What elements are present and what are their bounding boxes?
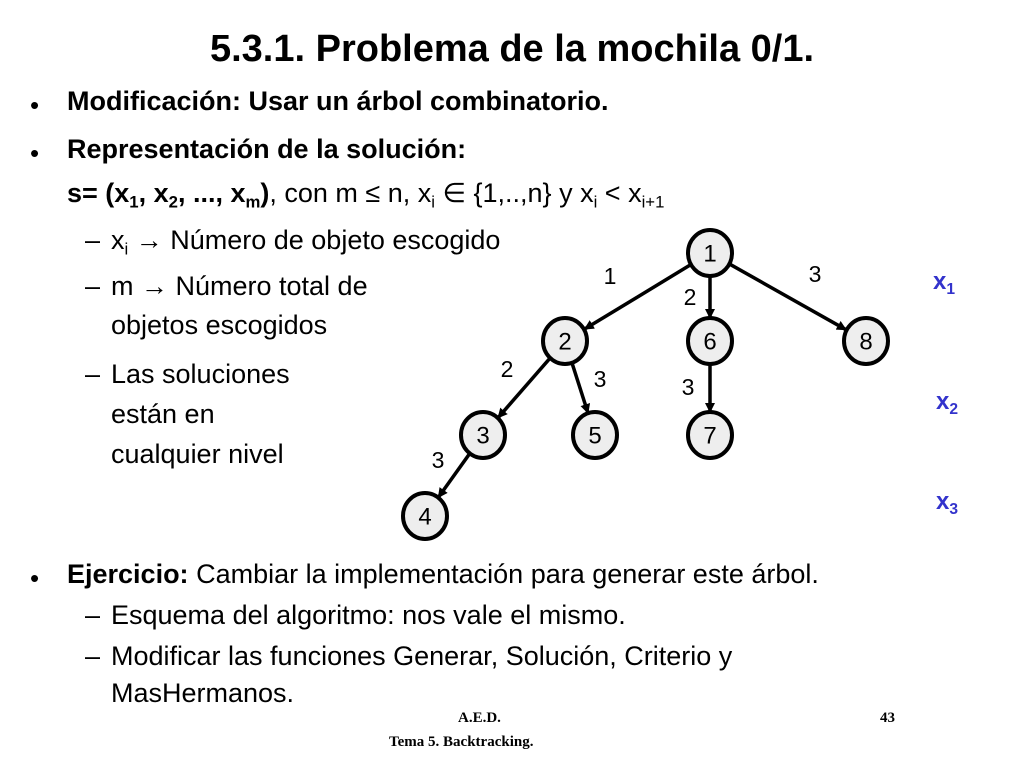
- subitem-xi: xi → Número de objeto escogido: [111, 225, 501, 259]
- tree-node-label: 4: [418, 504, 431, 531]
- tree-node: 1: [686, 228, 734, 278]
- bullet-ejercicio: Ejercicio: Cambiar la implementación par…: [67, 559, 819, 589]
- edge-label: 3: [594, 366, 607, 392]
- tree-node: 3: [459, 410, 507, 460]
- bullet-modificacion: Modificación: Usar un árbol combinatorio…: [67, 86, 609, 116]
- tree-node: 4: [401, 491, 449, 541]
- level-label-x2: x2: [936, 388, 959, 418]
- dash-marker: –: [85, 225, 101, 255]
- tree-node-label: 5: [588, 423, 601, 450]
- level-label-x1: x1: [933, 268, 956, 298]
- edge-label: 2: [501, 356, 514, 382]
- level-label-x3: x3: [936, 488, 959, 518]
- bullet-marker: •: [30, 563, 40, 593]
- dash-marker: –: [85, 271, 101, 301]
- exercise-item-esquema: Esquema del algoritmo: nos vale el mismo…: [111, 600, 626, 630]
- tree-edge: [437, 452, 472, 499]
- tree-node: 8: [842, 316, 890, 366]
- slide-title: 5.3.1. Problema de la mochila 0/1.: [209, 28, 815, 70]
- tree-edge: [497, 357, 552, 419]
- footer-course: A.E.D.: [458, 710, 501, 726]
- exercise-item-modificar-line1: Modificar las funciones Generar, Solució…: [111, 641, 733, 671]
- bullet-representacion: Representación de la solución:: [67, 134, 467, 164]
- subitem-m-line1: m → Número total de: [111, 271, 368, 301]
- solution-formula: s= (x1, x2, ..., xm), con m ≤ n, xi ∈ {1…: [67, 178, 665, 212]
- tree-node-label: 1: [703, 241, 716, 268]
- edge-label: 3: [432, 447, 445, 473]
- dash-marker: –: [85, 600, 101, 630]
- tree-node-label: 8: [859, 329, 872, 356]
- subitem-sol-line1: Las soluciones: [111, 359, 290, 389]
- tree-node: 5: [571, 410, 619, 460]
- tree-edge: [729, 262, 847, 331]
- tree-node-label: 2: [558, 329, 571, 356]
- exercise-item-modificar-line2: MasHermanos.: [111, 678, 295, 708]
- subitem-sol-line2: están en: [111, 399, 215, 429]
- bullet-marker: •: [30, 90, 40, 120]
- tree-node: 2: [541, 316, 589, 366]
- tree-edge: [583, 263, 692, 331]
- tree-node-label: 3: [476, 423, 489, 450]
- tree-node: 7: [686, 410, 734, 460]
- footer-page-number: 43: [880, 710, 895, 726]
- subitem-sol-line3: cualquier nivel: [111, 439, 284, 469]
- dash-marker: –: [85, 641, 101, 671]
- edge-label: 3: [682, 374, 695, 400]
- bullet-marker: •: [30, 138, 40, 168]
- subitem-m-line2: objetos escogidos: [111, 310, 328, 340]
- tree-node-label: 7: [703, 423, 716, 450]
- edge-label: 3: [809, 261, 822, 287]
- edge-label: 1: [604, 263, 617, 289]
- footer-topic: Tema 5. Backtracking.: [389, 734, 534, 750]
- dash-marker: –: [85, 359, 101, 389]
- tree-edge: [570, 362, 591, 415]
- tree-node-label: 6: [703, 329, 716, 356]
- tree-node: 6: [686, 316, 734, 366]
- edge-label: 2: [684, 284, 697, 310]
